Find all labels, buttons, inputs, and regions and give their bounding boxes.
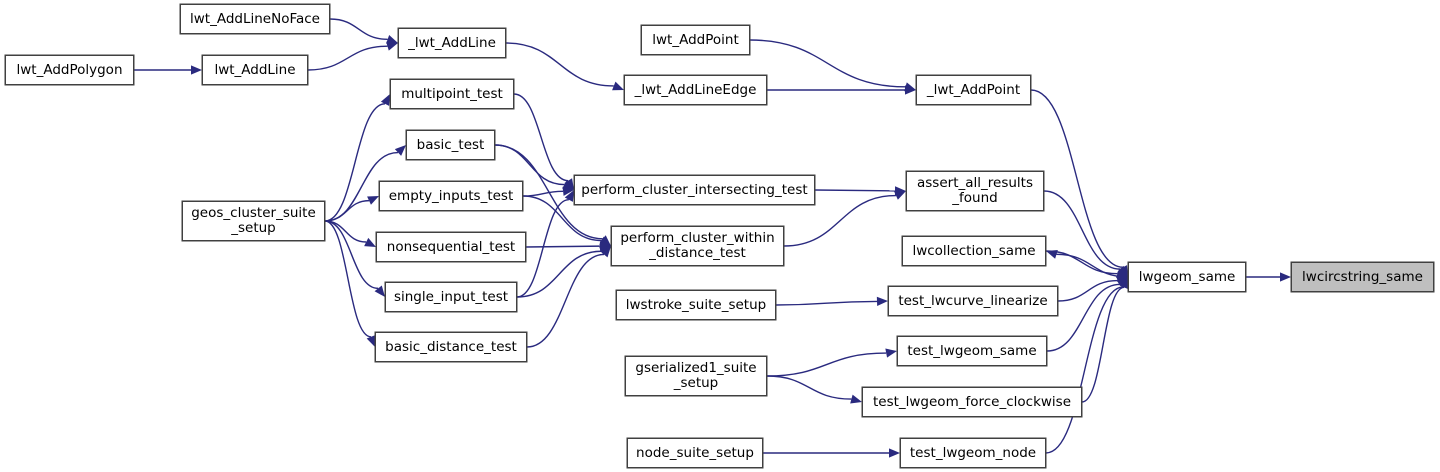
node-node_suite_setup[interactable]: node_suite_setup	[627, 438, 763, 468]
edge-_lwt_AddLineEdge-to-_lwt_AddPoint	[767, 85, 916, 95]
node-basic_distance_test[interactable]: basic_distance_test	[375, 332, 527, 362]
edge-geos_cluster_suite_setup-to-empty_inputs_test	[324, 196, 379, 222]
node-test_lwgeom_node[interactable]: test_lwgeom_node	[900, 438, 1046, 468]
edge-node_suite_setup-to-test_lwgeom_node	[763, 448, 900, 458]
edge-test_lwcurve_linearize-to-lwgeom_same	[1057, 276, 1128, 302]
edge-_lwt_AddLine-to-_lwt_AddLineEdge	[505, 42, 624, 91]
edge-lwt_AddLine-to-_lwt_AddLine	[307, 41, 398, 71]
node-single_input_test[interactable]: single_input_test	[385, 282, 517, 312]
edge-lwcollection_same-to-lwgeom_same	[1045, 250, 1128, 279]
edge-lwgeom_same-to-lwcircstring_same	[1246, 272, 1291, 282]
node-geos_cluster_suite_setup[interactable]: geos_cluster_suite _setup	[182, 201, 325, 241]
edge-multipoint_test-to-perform_cluster_intersecting_test	[513, 93, 574, 190]
edge-test_lwgeom_force_clockwise-to-lwgeom_same	[1081, 277, 1129, 403]
node-lwcircstring_same[interactable]: lwcircstring_same	[1291, 262, 1434, 292]
edge-nonsequential_test-to-perform_cluster_within_distance_test	[525, 241, 611, 251]
node-multipoint_test[interactable]: multipoint_test	[390, 79, 514, 109]
edge-single_input_test-to-perform_cluster_within_distance_test	[516, 246, 611, 298]
node-perform_cluster_within_distance_test[interactable]: perform_cluster_within _distance_test	[611, 226, 784, 266]
node-lwt_AddLine[interactable]: lwt_AddLine	[202, 55, 308, 85]
node-assert_all_results_found[interactable]: assert_all_results _found	[906, 171, 1044, 211]
edge-basic_distance_test-to-perform_cluster_within_distance_test	[526, 246, 611, 348]
node-lwt_AddLineNoFace[interactable]: lwt_AddLineNoFace	[180, 4, 330, 34]
edge-lwt_AddLineNoFace-to-_lwt_AddLine	[329, 18, 398, 44]
edge-perform_cluster_intersecting_test-to-assert_all_results_found	[814, 186, 906, 196]
edge-gserialized1_suite_setup-to-test_lwgeom_force_clockwise	[766, 375, 862, 404]
edge-empty_inputs_test-to-perform_cluster_intersecting_test	[522, 186, 574, 197]
node-test_lwgeom_force_clockwise[interactable]: test_lwgeom_force_clockwise	[862, 387, 1082, 417]
node-empty_inputs_test[interactable]: empty_inputs_test	[379, 181, 523, 211]
edge-gserialized1_suite_setup-to-test_lwgeom_same	[766, 348, 897, 377]
node-test_lwcurve_linearize[interactable]: test_lwcurve_linearize	[888, 286, 1058, 316]
node-lwgeom_same[interactable]: lwgeom_same	[1128, 262, 1246, 292]
edge-lwt_AddPoint-to-_lwt_AddPoint	[749, 39, 916, 92]
node-lwt_AddPolygon[interactable]: lwt_AddPolygon	[5, 55, 134, 85]
node-basic_test[interactable]: basic_test	[406, 130, 495, 160]
edge-test_lwgeom_node-to-lwgeom_same	[1045, 277, 1128, 454]
edge-geos_cluster_suite_setup-to-nonsequential_test	[324, 220, 376, 247]
node-perform_cluster_intersecting_test[interactable]: perform_cluster_intersecting_test	[574, 175, 815, 205]
node-_lwt_AddLineEdge[interactable]: _lwt_AddLineEdge	[624, 75, 767, 105]
node-test_lwgeom_same[interactable]: test_lwgeom_same	[897, 336, 1047, 366]
node-gserialized1_suite_setup[interactable]: gserialized1_suite _setup	[625, 356, 767, 396]
edge-lwgeom_same-to-lwcollection_same	[1046, 249, 1129, 278]
node-lwt_AddPoint[interactable]: lwt_AddPoint	[641, 25, 750, 55]
node-lwcollection_same[interactable]: lwcollection_same	[902, 236, 1046, 266]
node-_lwt_AddPoint[interactable]: _lwt_AddPoint	[916, 75, 1031, 105]
edge-lwt_AddPolygon-to-lwt_AddLine	[134, 65, 202, 75]
node-_lwt_AddLine[interactable]: _lwt_AddLine	[398, 28, 506, 58]
node-lwstroke_suite_setup[interactable]: lwstroke_suite_setup	[616, 290, 776, 320]
edge-test_lwgeom_same-to-lwgeom_same	[1046, 277, 1128, 352]
edge-assert_all_results_found-to-lwgeom_same	[1043, 190, 1128, 277]
node-nonsequential_test[interactable]: nonsequential_test	[376, 232, 526, 262]
edge-geos_cluster_suite_setup-to-basic_distance_test	[324, 220, 376, 347]
edge-lwstroke_suite_setup-to-test_lwcurve_linearize	[775, 296, 888, 306]
